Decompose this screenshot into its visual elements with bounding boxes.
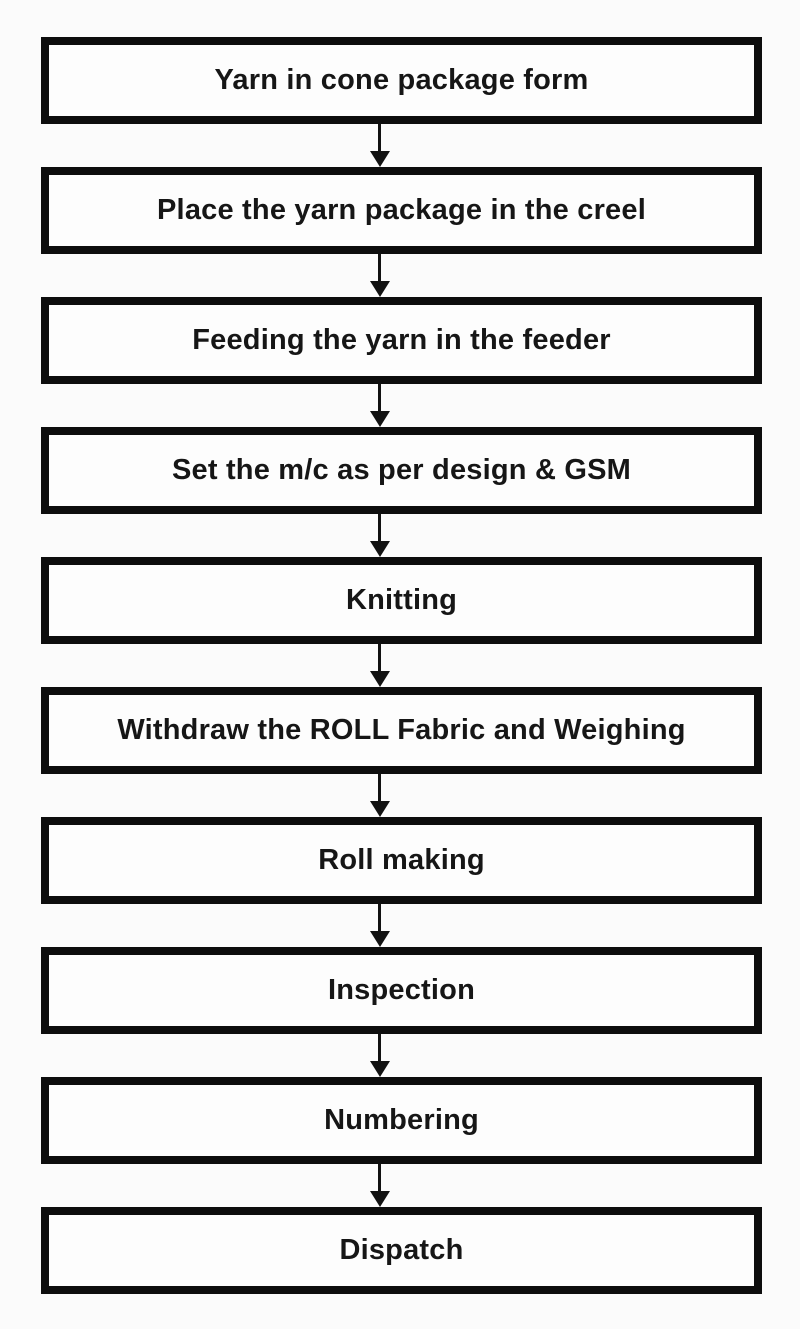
arrow-stem <box>378 254 381 283</box>
arrow-head <box>370 281 390 297</box>
arrow-stem <box>378 1164 381 1193</box>
down-arrow-icon <box>0 384 800 427</box>
arrow-head <box>370 931 390 947</box>
flow-step-box-5: Knitting <box>41 557 762 644</box>
arrow-head <box>370 1191 390 1207</box>
arrow-stem <box>378 1034 381 1063</box>
flow-step-label: Feeding the yarn in the feeder <box>192 324 611 356</box>
arrow-stem <box>378 644 381 673</box>
arrow-stem <box>378 774 381 803</box>
arrow-stem <box>378 514 381 543</box>
arrow-head <box>370 1061 390 1077</box>
flow-step-label: Dispatch <box>339 1234 464 1266</box>
flow-step-label: Roll making <box>318 844 485 876</box>
flow-step-box-9: Numbering <box>41 1077 762 1164</box>
flow-step-label: Numbering <box>324 1104 479 1136</box>
flow-step-box-10: Dispatch <box>41 1207 762 1294</box>
down-arrow-icon <box>0 1164 800 1207</box>
down-arrow-icon <box>0 904 800 947</box>
flow-step-label: Set the m/c as per design & GSM <box>171 454 632 486</box>
flow-step-label: Inspection <box>327 974 475 1006</box>
down-arrow-icon <box>0 514 800 557</box>
flow-step-box-8: Inspection <box>41 947 762 1034</box>
flow-step-box-6: Withdraw the ROLL Fabric and Weighing <box>41 687 762 774</box>
arrow-stem <box>378 904 381 933</box>
flow-step-label: Withdraw the ROLL Fabric and Weighing <box>117 714 686 746</box>
flow-step-box-2: Place the yarn package in the creel <box>41 167 762 254</box>
down-arrow-icon <box>0 254 800 297</box>
flow-step-box-4: Set the m/c as per design & GSM <box>41 427 762 514</box>
arrow-stem <box>378 384 381 413</box>
process-flowchart: Yarn in cone package form Place the yarn… <box>0 37 800 1294</box>
down-arrow-icon <box>0 124 800 167</box>
arrow-head <box>370 541 390 557</box>
down-arrow-icon <box>0 644 800 687</box>
flow-step-box-7: Roll making <box>41 817 762 904</box>
arrow-head <box>370 801 390 817</box>
arrow-head <box>370 151 390 167</box>
arrow-head <box>370 411 390 427</box>
down-arrow-icon <box>0 1034 800 1077</box>
down-arrow-icon <box>0 774 800 817</box>
flow-step-box-1: Yarn in cone package form <box>41 37 762 124</box>
flow-step-label: Place the yarn package in the creel <box>157 194 646 226</box>
arrow-head <box>370 671 390 687</box>
flow-step-box-3: Feeding the yarn in the feeder <box>41 297 762 384</box>
arrow-stem <box>378 124 381 153</box>
flow-step-label: Knitting <box>345 584 458 616</box>
flow-step-label: Yarn in cone package form <box>214 64 589 96</box>
